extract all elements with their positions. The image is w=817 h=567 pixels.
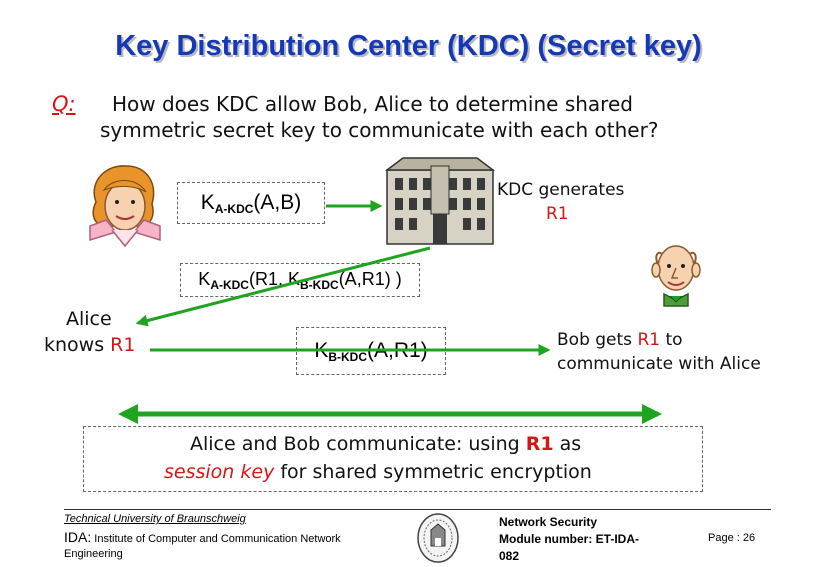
session-line-1: Alice and Bob communicate: using R1 as xyxy=(190,433,582,455)
session-line-2: session key for shared symmetric encrypt… xyxy=(164,461,592,483)
footer-institute: IDA: Institute of Computer and Communica… xyxy=(64,529,341,545)
footer-university: Technical University of Braunschweig xyxy=(64,513,246,525)
kdc-note-line-1: KDC generates xyxy=(497,180,625,200)
footer-page: Page : 26 xyxy=(708,532,756,544)
message-2-text: KA-KDC(R1, KB-KDC(A,R1) ) xyxy=(198,268,402,292)
message-1-box: KA-KDC(A,B) xyxy=(177,182,325,224)
message-1-text: KA-KDC(A,B) xyxy=(200,190,302,216)
bob-note-line-2: communicate with Alice xyxy=(557,354,761,374)
alice-note-line-2: knows R1 xyxy=(44,334,136,356)
session-box xyxy=(83,426,703,492)
bob-avatar-icon xyxy=(651,245,701,307)
footer-course-2: Module number: ET-IDA- xyxy=(499,532,639,546)
footer-course-1: Network Security xyxy=(499,515,598,529)
university-seal-icon xyxy=(417,513,459,563)
footer-engineering: Engineering xyxy=(64,548,123,560)
alice-note-line-1: Alice xyxy=(66,308,112,330)
question-label: Q: xyxy=(52,92,76,116)
footer-course-3: 082 xyxy=(499,549,520,563)
message-3-box: KB-KDC(A,R1) xyxy=(296,327,446,375)
question-line-2: symmetric secret key to communicate with… xyxy=(100,118,659,142)
question-line-1: How does KDC allow Bob, Alice to determi… xyxy=(112,92,633,116)
message-3-text: KB-KDC(A,R1) xyxy=(314,338,428,364)
kdc-building-icon xyxy=(385,157,495,245)
page-title: Key Distribution Center (KDC) (Secret ke… xyxy=(115,30,702,62)
bob-note-line-1: Bob gets R1 to xyxy=(557,330,683,350)
footer-rule xyxy=(64,509,771,510)
kdc-note-line-2: R1 xyxy=(546,204,569,224)
message-2-box: KA-KDC(R1, KB-KDC(A,R1) ) xyxy=(180,263,420,297)
alice-avatar-icon xyxy=(89,165,161,248)
